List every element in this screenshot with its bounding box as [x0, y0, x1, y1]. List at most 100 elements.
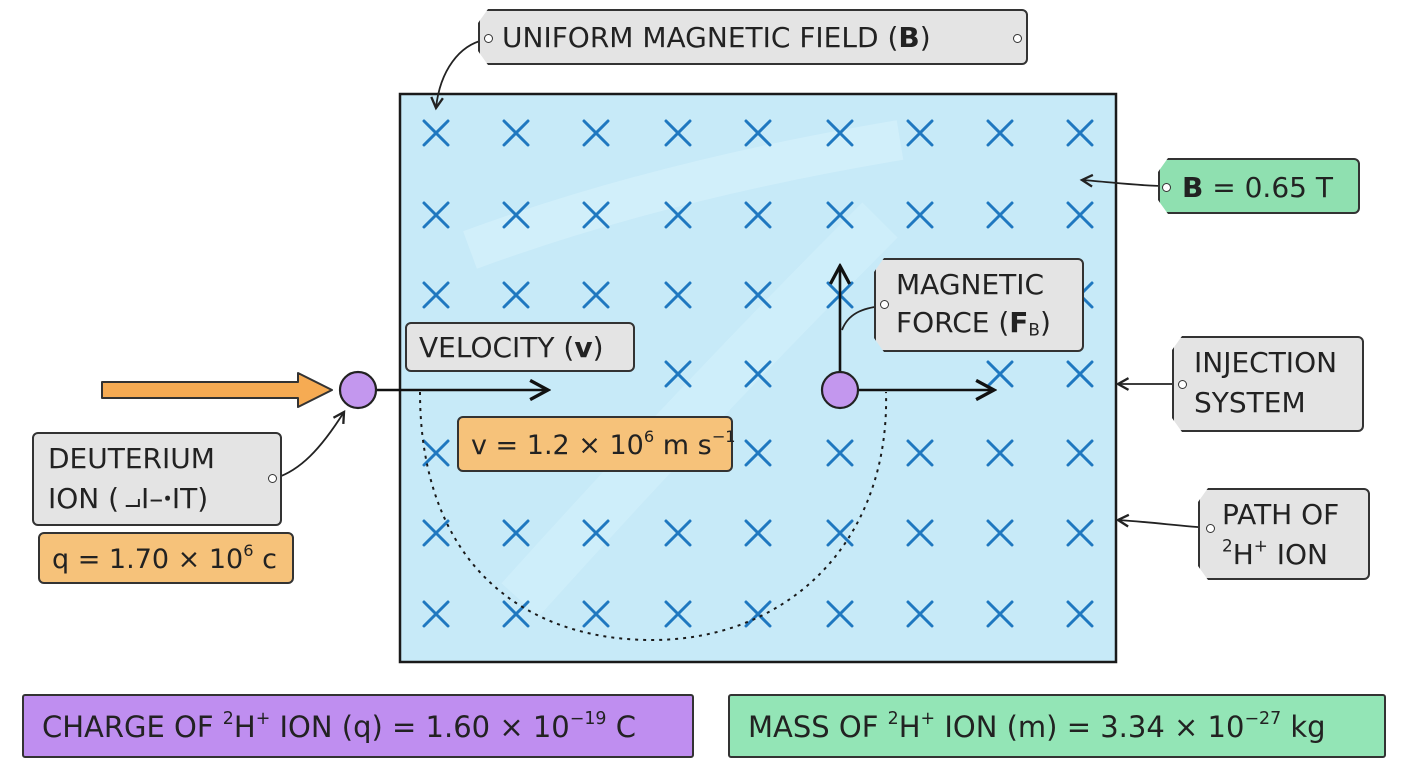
field-cross-mark: [986, 600, 1014, 628]
field-cross-mark: [502, 281, 530, 309]
field-cross-mark: [826, 519, 854, 547]
velocity-label-text: VELOCITY: [419, 331, 555, 364]
field-cross-mark: [422, 439, 450, 467]
field-into-page-crosses: [422, 119, 1094, 628]
field-cross-mark: [744, 439, 772, 467]
mass-sign: +: [920, 708, 936, 729]
deuterium-ion-on-path: [820, 370, 860, 410]
field-cross-mark: [582, 600, 610, 628]
velocity-value-exp: 6: [643, 426, 655, 446]
mass-iso: 2: [887, 708, 899, 729]
field-title-symbol: B: [898, 21, 920, 54]
field-cross-mark: [826, 119, 854, 147]
charge-exp: −19: [569, 708, 607, 729]
deuterium-charge-label: q = 1.70 × 106 c: [38, 532, 294, 584]
ion-circular-path: [419, 391, 888, 642]
field-cross-mark: [664, 360, 692, 388]
deuterium-ion: [338, 370, 378, 410]
field-cross-mark: [422, 281, 450, 309]
field-cross-mark: [906, 600, 934, 628]
field-cross-mark: [502, 519, 530, 547]
path-hole: [1206, 524, 1215, 533]
field-cross-mark: [906, 439, 934, 467]
field-cross-mark: [664, 201, 692, 229]
charge-prefix: CHARGE OF: [42, 710, 214, 744]
field-cross-mark: [1066, 600, 1094, 628]
field-strength-hole: [1162, 183, 1171, 192]
mass-of-ion-box: MASS OF 2H+ ION (m) = 3.34 × 10−27 kg: [728, 694, 1386, 758]
field-cross-mark: [826, 439, 854, 467]
deuterium-line1: DEUTERIUM: [48, 442, 215, 475]
field-cross-mark: [664, 519, 692, 547]
mass-prefix: MASS OF: [748, 710, 879, 744]
path-charge: +: [1253, 535, 1268, 555]
injection-line1: INJECTION: [1194, 346, 1338, 379]
injection-line2: SYSTEM: [1194, 385, 1306, 419]
velocity-value-label: v = 1.2 × 106 m s−1: [457, 416, 736, 472]
field-cross-mark: [1066, 439, 1094, 467]
field-cross-mark: [502, 119, 530, 147]
field-cross-mark: [502, 600, 530, 628]
path-iso: 2: [1222, 535, 1233, 555]
injection-hole: [1178, 380, 1187, 389]
path-line1: PATH OF: [1222, 498, 1340, 531]
mass-unit: kg: [1290, 710, 1326, 744]
leader-path: [1118, 520, 1211, 529]
magnetic-force-line2: FORCE: [896, 305, 990, 339]
magnetic-force-symbol: F: [1009, 305, 1029, 339]
field-cross-mark: [826, 600, 854, 628]
field-title-text: UNIFORM MAGNETIC FIELD: [502, 21, 879, 54]
velocity-value-unit: m s: [662, 430, 712, 461]
injection-system-label: INJECTION SYSTEM: [1172, 336, 1364, 432]
field-strength-symbol: B: [1182, 171, 1204, 204]
charge-ion: H: [233, 710, 256, 744]
field-cross-mark: [986, 119, 1014, 147]
charge-mid: ION (q) = 1.60 × 10: [279, 710, 570, 744]
magnetic-force-line1: MAGNETIC: [896, 268, 1045, 301]
field-cross-mark: [986, 201, 1014, 229]
field-cross-mark: [744, 119, 772, 147]
field-cross-mark: [744, 600, 772, 628]
field-strength-value: = 0.65 T: [1212, 171, 1333, 204]
field-cross-mark: [582, 201, 610, 229]
field-cross-mark: [664, 119, 692, 147]
field-cross-mark: [986, 519, 1014, 547]
field-cross-mark: [1066, 201, 1094, 229]
deuterium-charge-unit: c: [262, 544, 277, 575]
charge-sign: +: [255, 708, 271, 729]
field-title-label: UNIFORM MAGNETIC FIELD (B): [478, 9, 1028, 65]
field-cross-mark: [422, 119, 450, 147]
deuterium-charge-exp: 6: [243, 540, 254, 560]
path-ion: H: [1232, 537, 1254, 571]
leader-field-title: [436, 39, 485, 108]
field-cross-mark: [664, 600, 692, 628]
field-cross-mark: [582, 119, 610, 147]
field-cross-mark: [826, 201, 854, 229]
field-cross-mark: [502, 201, 530, 229]
field-cross-mark: [906, 201, 934, 229]
magnetic-force-label: MAGNETIC FORCE (FB): [874, 258, 1084, 352]
path-of-ion-label: PATH OF 2H+ ION: [1198, 488, 1370, 580]
field-cross-mark: [744, 360, 772, 388]
field-cross-mark: [422, 519, 450, 547]
field-cross-mark: [744, 519, 772, 547]
field-cross-mark: [1066, 360, 1094, 388]
magnetic-force-hole: [880, 300, 889, 309]
field-cross-mark: [744, 281, 772, 309]
mass-mid: ION (m) = 3.34 × 10: [944, 710, 1245, 744]
injection-arrow: [101, 372, 333, 408]
velocity-value-unit-exp: −1: [711, 426, 736, 446]
field-cross-mark: [1066, 519, 1094, 547]
deuterium-line2: ION ( ⨼I–ꞏIT): [48, 481, 209, 515]
field-cross-mark: [986, 439, 1014, 467]
velocity-label: VELOCITY (v): [405, 322, 635, 372]
field-cross-mark: [744, 201, 772, 229]
path-tail: ION: [1276, 537, 1328, 571]
deuterium-ion-label: DEUTERIUM ION ( ⨼I–ꞏIT): [32, 432, 282, 526]
field-cross-mark: [422, 201, 450, 229]
field-cross-mark: [1066, 119, 1094, 147]
magnetic-force-subscript: B: [1028, 318, 1040, 339]
field-cross-mark: [582, 519, 610, 547]
mass-exp: −27: [1244, 708, 1282, 729]
field-cross-mark: [422, 600, 450, 628]
